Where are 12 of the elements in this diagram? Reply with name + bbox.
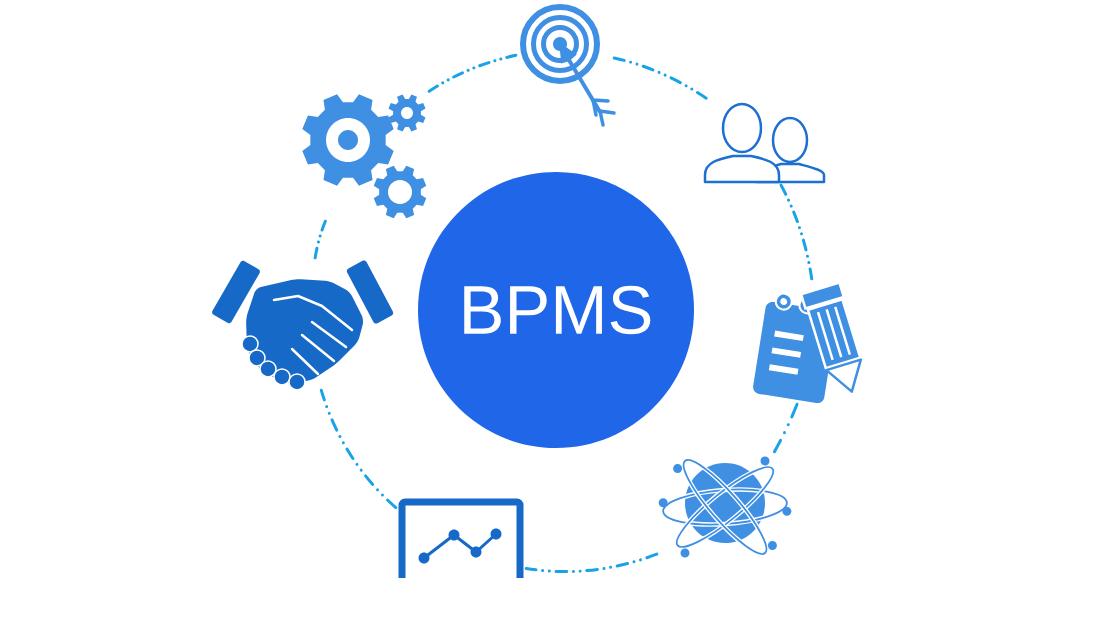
- two-people-icon: [703, 102, 826, 184]
- gears-icon: [302, 94, 427, 219]
- dash-dot-arc: [427, 53, 518, 93]
- dash-dot-arc: [612, 56, 709, 101]
- dash-dot-arc: [313, 219, 327, 260]
- dash-dot-arc: [319, 388, 398, 510]
- target-icon: [520, 4, 616, 127]
- handshake-icon: [212, 260, 394, 391]
- dash-dot-arc: [779, 183, 814, 281]
- dash-dot-arc: [524, 552, 659, 574]
- atom-globe-icon: [658, 456, 792, 558]
- dash-dot-arc: [772, 402, 799, 454]
